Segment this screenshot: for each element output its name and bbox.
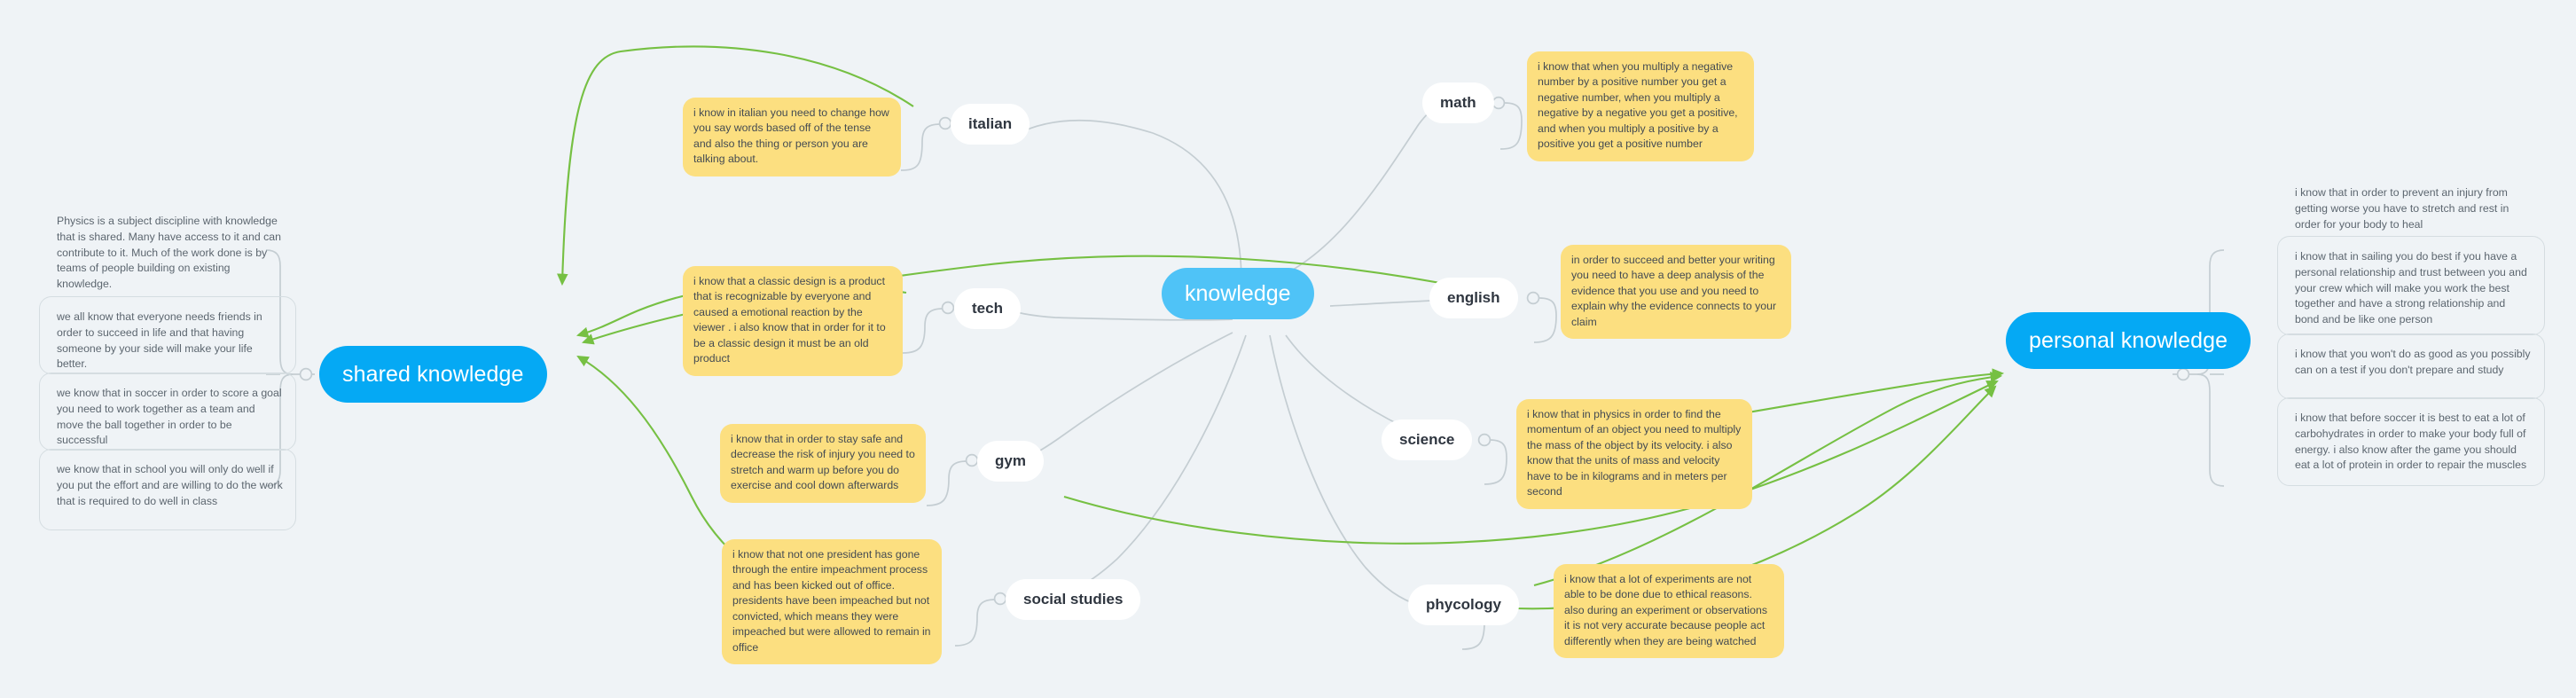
shared-note-2-text: we all know that everyone needs friends … bbox=[57, 310, 262, 371]
personal-note-1[interactable]: i know that in order to prevent an injur… bbox=[2284, 177, 2541, 241]
note-card-tech-text: i know that a classic design is a produc… bbox=[693, 275, 886, 365]
subject-label-italian: italian bbox=[968, 115, 1013, 132]
center-node-label: knowledge bbox=[1185, 280, 1291, 306]
note-card-science-text: i know that in physics in order to find … bbox=[1527, 408, 1742, 498]
subject-label-english: english bbox=[1447, 289, 1500, 306]
note-card-gym[interactable]: i know that in order to stay safe and de… bbox=[720, 424, 926, 503]
note-card-italian[interactable]: i know in italian you need to change how… bbox=[683, 98, 901, 176]
personal-note-2-text: i know that in sailing you do best if yo… bbox=[2295, 250, 2527, 326]
note-card-science[interactable]: i know that in physics in order to find … bbox=[1516, 399, 1752, 509]
personal-note-3-text: i know that you won't do as good as you … bbox=[2295, 348, 2531, 376]
hub-personal-knowledge[interactable]: personal knowledge bbox=[2006, 312, 2251, 369]
subject-label-gym: gym bbox=[995, 452, 1026, 469]
shared-note-1[interactable]: Physics is a subject discipline with kno… bbox=[46, 206, 294, 302]
note-card-italian-text: i know in italian you need to change how… bbox=[693, 106, 889, 166]
personal-note-1-text: i know that in order to prevent an injur… bbox=[2295, 186, 2509, 231]
shared-note-1-text: Physics is a subject discipline with kno… bbox=[57, 215, 281, 291]
shared-note-bracket-2 bbox=[39, 296, 296, 374]
personal-note-bracket-2 bbox=[2277, 236, 2545, 335]
personal-note-4[interactable]: i know that before soccer it is best to … bbox=[2284, 403, 2541, 482]
shared-note-3-text: we know that in soccer in order to score… bbox=[57, 387, 282, 447]
personal-note-bracket-4 bbox=[2277, 397, 2545, 486]
note-card-phycology-text: i know that a lot of experiments are not… bbox=[1564, 573, 1767, 647]
subject-node-phycology[interactable]: phycology bbox=[1408, 584, 1520, 625]
subject-node-social-studies[interactable]: social studies bbox=[1006, 579, 1141, 620]
shared-note-bracket-4 bbox=[39, 449, 296, 530]
personal-note-bracket-3 bbox=[2277, 333, 2545, 399]
subject-label-social-studies: social studies bbox=[1023, 591, 1124, 608]
subject-label-tech: tech bbox=[972, 300, 1003, 317]
shared-note-4[interactable]: we know that in school you will only do … bbox=[46, 454, 294, 518]
hub-personal-knowledge-label: personal knowledge bbox=[2029, 327, 2228, 353]
personal-note-4-text: i know that before soccer it is best to … bbox=[2295, 412, 2527, 472]
note-card-gym-text: i know that in order to stay safe and de… bbox=[731, 433, 915, 492]
subject-node-english[interactable]: english bbox=[1429, 278, 1518, 318]
shared-note-bracket-3 bbox=[39, 373, 296, 451]
note-card-social-studies-text: i know that not one president has gone t… bbox=[732, 548, 931, 654]
note-card-math[interactable]: i know that when you multiply a negative… bbox=[1527, 51, 1754, 161]
subject-node-tech[interactable]: tech bbox=[954, 288, 1021, 329]
subject-label-math: math bbox=[1440, 94, 1476, 111]
hub-shared-knowledge-label: shared knowledge bbox=[342, 361, 524, 387]
shared-note-2[interactable]: we all know that everyone needs friends … bbox=[46, 302, 294, 381]
subject-node-math[interactable]: math bbox=[1422, 82, 1494, 123]
subject-node-italian[interactable]: italian bbox=[951, 104, 1030, 145]
shared-note-4-text: we know that in school you will only do … bbox=[57, 463, 283, 507]
note-card-math-text: i know that when you multiply a negative… bbox=[1538, 60, 1738, 151]
note-card-english-text: in order to succeed and better your writ… bbox=[1571, 254, 1777, 328]
note-card-tech[interactable]: i know that a classic design is a produc… bbox=[683, 266, 903, 376]
subject-label-phycology: phycology bbox=[1426, 596, 1502, 613]
note-card-phycology[interactable]: i know that a lot of experiments are not… bbox=[1554, 564, 1784, 659]
subject-node-science[interactable]: science bbox=[1382, 420, 1473, 460]
subject-label-science: science bbox=[1399, 431, 1455, 448]
personal-note-3[interactable]: i know that you won't do as good as you … bbox=[2284, 339, 2541, 388]
subject-node-gym[interactable]: gym bbox=[977, 441, 1044, 482]
hub-shared-knowledge[interactable]: shared knowledge bbox=[319, 346, 547, 403]
note-card-social-studies[interactable]: i know that not one president has gone t… bbox=[722, 539, 942, 665]
note-card-english[interactable]: in order to succeed and better your writ… bbox=[1561, 245, 1791, 340]
center-node-knowledge[interactable]: knowledge bbox=[1162, 268, 1314, 319]
shared-note-3[interactable]: we know that in soccer in order to score… bbox=[46, 378, 294, 458]
personal-note-2[interactable]: i know that in sailing you do best if yo… bbox=[2284, 241, 2541, 337]
